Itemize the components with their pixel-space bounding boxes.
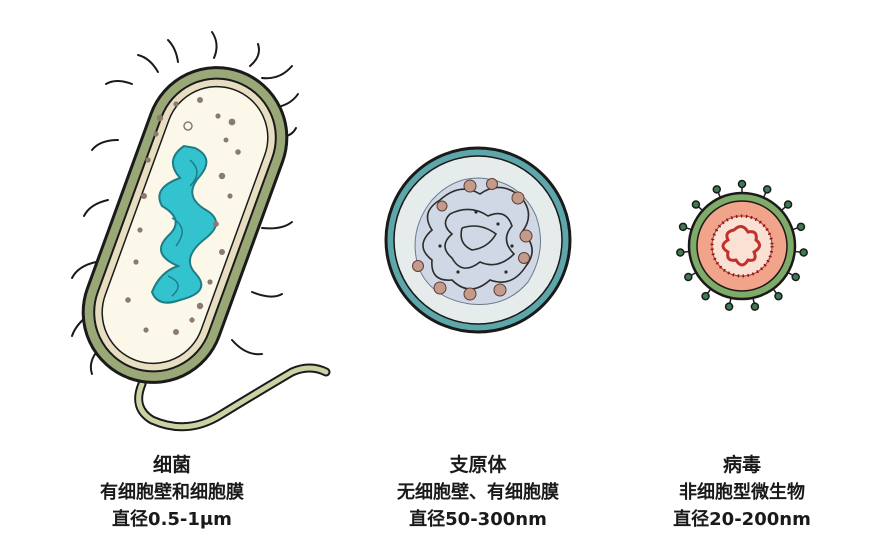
bacterium-illustration: [71, 31, 331, 432]
virus-capsomere-ring: [710, 214, 774, 278]
mycoplasma-feature: 无细胞壁、有细胞膜: [397, 482, 559, 503]
mycoplasma-cytoplasm: [414, 177, 541, 306]
mycoplasma-dna: [422, 186, 533, 290]
mycoplasma-caption: 支原体 无细胞壁、有细胞膜 直径50-300nm: [348, 452, 608, 533]
virus-rna: [721, 225, 761, 267]
mycoplasma-ribosomes: [412, 178, 533, 301]
virus-caption: 病毒 非细胞型微生物 直径20-200nm: [612, 452, 872, 533]
mycoplasma-diameter: 直径50-300nm: [409, 509, 547, 530]
virus-illustration: [676, 179, 808, 311]
bacterium-dna: [150, 144, 217, 304]
bacterium-ribosomes: [125, 97, 241, 335]
virus-diameter: 直径20-200nm: [673, 509, 811, 530]
bacteria-diameter: 直径0.5-1μm: [112, 509, 232, 530]
bacteria-feature: 有细胞壁和细胞膜: [100, 482, 244, 503]
virus-feature: 非细胞型微生物: [679, 482, 805, 503]
mycoplasma-title: 支原体: [449, 454, 507, 476]
mycoplasma-illustration: [384, 146, 572, 334]
virus-title: 病毒: [722, 454, 761, 476]
bacteria-caption: 细菌 有细胞壁和细胞膜 直径0.5-1μm: [42, 452, 302, 533]
virus-spikes: [676, 179, 808, 311]
bacteria-title: 细菌: [152, 454, 191, 476]
